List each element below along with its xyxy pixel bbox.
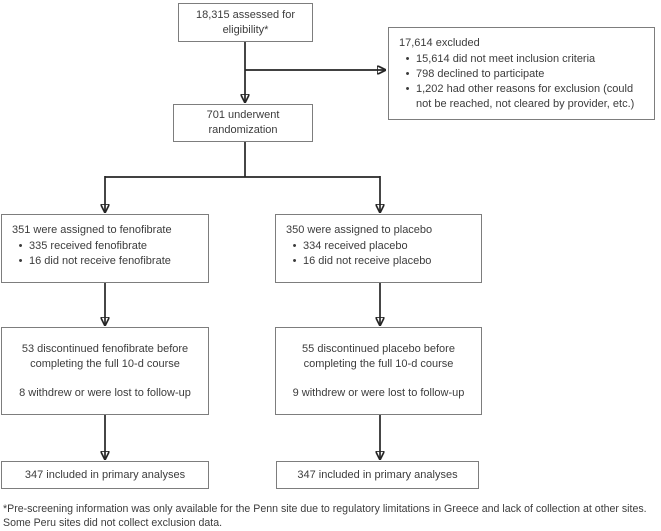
- fenofibrate-assigned-title: 351 were assigned to fenofibrate: [12, 224, 172, 236]
- box-assessed-eligibility: 18,315 assessed for eligibility*: [178, 3, 313, 42]
- box-randomization: 701 underwent randomization: [173, 104, 313, 142]
- placebo-withdrew-text: 9 withdrew or were lost to follow-up: [292, 386, 465, 399]
- box-placebo-assigned: 350 were assigned to placebo • 334 recei…: [275, 214, 482, 283]
- excluded-bullet-item: • 1,202 had other reasons for exclusion …: [399, 82, 648, 112]
- placebo-included-text: 347 included in primary analyses: [297, 468, 458, 481]
- bullet-icon: •: [292, 240, 297, 252]
- placebo-bullet-text: 16 did not receive placebo: [303, 255, 432, 267]
- placebo-bullet-item: • 16 did not receive placebo: [286, 254, 475, 269]
- excluded-bullet-item: • 15,614 did not meet inclusion criteria: [399, 52, 648, 67]
- excluded-bullet-text: 798 declined to participate: [416, 68, 545, 80]
- placebo-bullet-item: • 334 received placebo: [286, 239, 475, 254]
- bullet-icon: •: [18, 255, 23, 267]
- bullet-icon: •: [405, 83, 410, 95]
- bullet-icon: •: [405, 68, 410, 80]
- placebo-discontinued-text: 55 discontinued placebo before completin…: [302, 342, 455, 370]
- box-fenofibrate-discontinued: 53 discontinued fenofibrate before compl…: [1, 327, 209, 415]
- randomization-text: 701 underwent randomization: [206, 109, 280, 136]
- excluded-bullet-text: 1,202 had other reasons for exclusion (c…: [416, 83, 635, 110]
- bullet-icon: •: [292, 255, 297, 267]
- fenofibrate-discontinued-text: 53 discontinued fenofibrate before compl…: [21, 342, 189, 370]
- placebo-bullet-text: 334 received placebo: [303, 240, 408, 252]
- fenofibrate-bullet-text: 335 received fenofibrate: [29, 240, 148, 252]
- fenofibrate-bullet-text: 16 did not receive fenofibrate: [29, 255, 171, 267]
- footnote: *Pre-screening information was only avai…: [3, 503, 647, 529]
- excluded-bullet-text: 15,614 did not meet inclusion criteria: [416, 53, 596, 65]
- fenofibrate-withdrew-text: 8 withdrew or were lost to follow-up: [19, 386, 191, 399]
- box-placebo-discontinued: 55 discontinued placebo before completin…: [275, 327, 482, 415]
- box-placebo-included: 347 included in primary analyses: [276, 461, 479, 489]
- assessed-eligibility-text: 18,315 assessed for eligibility*: [195, 8, 296, 36]
- excluded-title: 17,614 excluded: [399, 37, 480, 49]
- fenofibrate-bullet-item: • 335 received fenofibrate: [12, 239, 202, 254]
- fenofibrate-included-text: 347 included in primary analyses: [24, 468, 186, 481]
- excluded-bullet-item: • 798 declined to participate: [399, 67, 648, 82]
- box-fenofibrate-included: 347 included in primary analyses: [1, 461, 209, 489]
- box-excluded: 17,614 excluded • 15,614 did not meet in…: [388, 27, 655, 120]
- bullet-icon: •: [18, 240, 23, 252]
- box-fenofibrate-assigned: 351 were assigned to fenofibrate • 335 r…: [1, 214, 209, 283]
- bullet-icon: •: [405, 53, 410, 65]
- placebo-assigned-title: 350 were assigned to placebo: [286, 224, 433, 236]
- fenofibrate-bullet-item: • 16 did not receive fenofibrate: [12, 254, 202, 269]
